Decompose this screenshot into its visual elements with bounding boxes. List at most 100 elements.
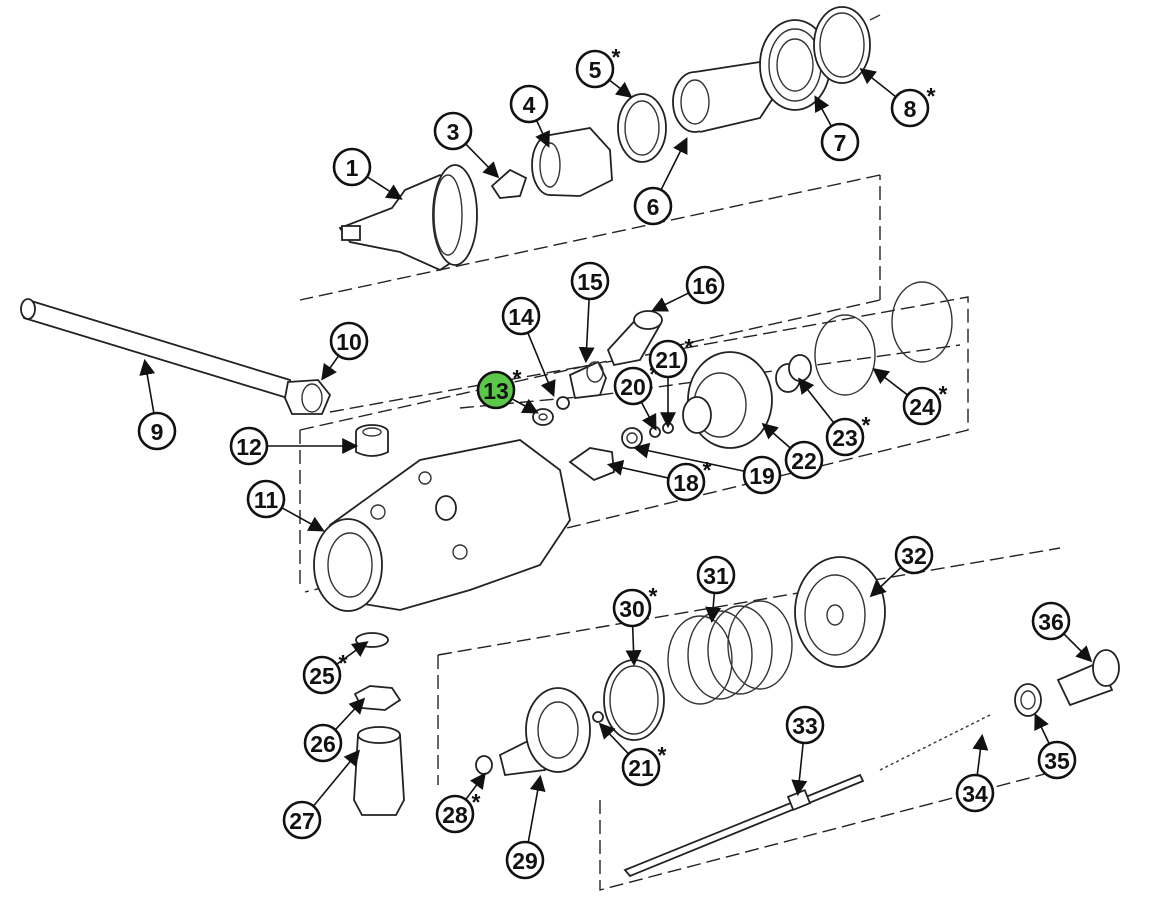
part-12-bushing xyxy=(355,424,389,457)
callout-label: 19 xyxy=(749,463,775,489)
part-24-oring xyxy=(814,281,953,396)
callout-circle xyxy=(613,366,653,406)
callout-35: 35 xyxy=(1037,740,1077,780)
part-9-tube xyxy=(20,298,296,402)
part-33-needle xyxy=(623,773,865,878)
callout-label: 10 xyxy=(336,329,362,355)
callout-label: 6 xyxy=(647,194,660,220)
asterisk-mark: * xyxy=(339,650,348,676)
callout-circle xyxy=(433,111,473,151)
part-25-oring xyxy=(355,632,389,648)
leader-line-7 xyxy=(814,95,833,127)
leader-line-35 xyxy=(1034,713,1050,745)
part-27-fitting xyxy=(353,726,405,816)
part-23-rings xyxy=(775,354,812,393)
asterisk-mark: * xyxy=(649,583,658,609)
callout-30: 30* xyxy=(612,583,658,628)
leader-line-22 xyxy=(761,422,791,449)
leader-line-24 xyxy=(872,368,909,396)
part-4-seat xyxy=(531,127,613,197)
leader-line-16 xyxy=(651,292,690,312)
part-5-ring xyxy=(617,93,667,163)
callout-21b: 21* xyxy=(621,742,667,787)
leader-line-31 xyxy=(705,592,722,624)
leader-line-21b xyxy=(598,722,630,755)
asterisk-mark: * xyxy=(927,83,936,109)
part-3-nozzle xyxy=(490,168,528,199)
callout-label: 13 xyxy=(483,378,509,404)
callout-20: 20* xyxy=(613,361,659,406)
asterisk-mark: * xyxy=(513,365,522,391)
leader-line-25 xyxy=(336,641,369,666)
callout-circle xyxy=(742,455,782,495)
callout-label: 31 xyxy=(703,563,729,589)
callout-label: 15 xyxy=(577,269,603,295)
part-8-oring xyxy=(813,6,881,84)
part-22-piston xyxy=(682,351,773,449)
callout-25: 25* xyxy=(302,650,348,695)
callout-circle xyxy=(575,49,615,89)
callout-19: 19 xyxy=(742,455,782,495)
callout-34: 34 xyxy=(955,773,995,813)
callout-label: 20 xyxy=(620,374,646,400)
leader-line-11 xyxy=(281,507,325,532)
callout-36: 36 xyxy=(1031,601,1071,641)
leader-line-20 xyxy=(640,401,657,431)
part-31-spring xyxy=(667,600,793,705)
leader-line-9 xyxy=(139,358,156,414)
callout-circle xyxy=(612,588,652,628)
callout-circle xyxy=(621,747,661,787)
callout-32: 32 xyxy=(894,535,934,575)
callout-13: 13* xyxy=(476,365,522,410)
part-15-fitting xyxy=(568,360,607,399)
callout-label: 5 xyxy=(589,57,602,83)
part-18-valve xyxy=(568,447,615,482)
callout-24: 24* xyxy=(902,381,948,426)
callout-14: 14 xyxy=(501,296,541,336)
callout-label: 26 xyxy=(310,731,336,757)
callout-circle xyxy=(633,186,673,226)
leader-line-33 xyxy=(791,742,808,797)
callout-label: 11 xyxy=(254,487,279,513)
part-36-end-cap xyxy=(1056,649,1120,707)
callout-circle xyxy=(332,147,372,187)
callout-label: 7 xyxy=(834,130,847,156)
callout-circle xyxy=(820,122,860,162)
callout-circle xyxy=(476,370,516,410)
part-16-plug xyxy=(606,310,663,367)
leader-line-13 xyxy=(511,397,539,414)
asterisk-mark: * xyxy=(939,381,948,407)
leader-line-15 xyxy=(578,298,595,364)
callout-label: 23 xyxy=(832,425,858,451)
callout-26: 26 xyxy=(303,723,343,763)
part-6-housing xyxy=(672,61,777,133)
callout-21: 21* xyxy=(648,334,694,379)
callout-label: 27 xyxy=(289,808,315,834)
part-21-washer-lower xyxy=(592,711,604,723)
part-7-body xyxy=(759,19,831,111)
part-30-gasket xyxy=(603,659,665,741)
callout-31: 31 xyxy=(696,555,736,595)
callout-23: 23* xyxy=(825,412,871,457)
leader-line-19 xyxy=(632,442,745,473)
leader-line-32 xyxy=(869,566,902,598)
part-11-gun-body xyxy=(313,439,571,612)
callout-circle xyxy=(329,321,369,361)
callout-9: 9 xyxy=(137,411,177,451)
callout-circle xyxy=(509,84,549,124)
callout-12: 12 xyxy=(229,426,269,466)
callout-29: 29 xyxy=(505,840,545,880)
asterisk-mark: * xyxy=(472,789,481,815)
callout-label: 1 xyxy=(346,155,359,181)
leader-line-4 xyxy=(535,119,550,148)
leader-line-27 xyxy=(312,749,361,807)
callout-label: 8 xyxy=(904,96,917,122)
part-28-washer xyxy=(475,755,493,775)
callout-label: 9 xyxy=(151,419,164,445)
callout-label: 29 xyxy=(512,848,538,874)
part-19-seat xyxy=(621,427,643,449)
callout-circle xyxy=(435,794,475,834)
